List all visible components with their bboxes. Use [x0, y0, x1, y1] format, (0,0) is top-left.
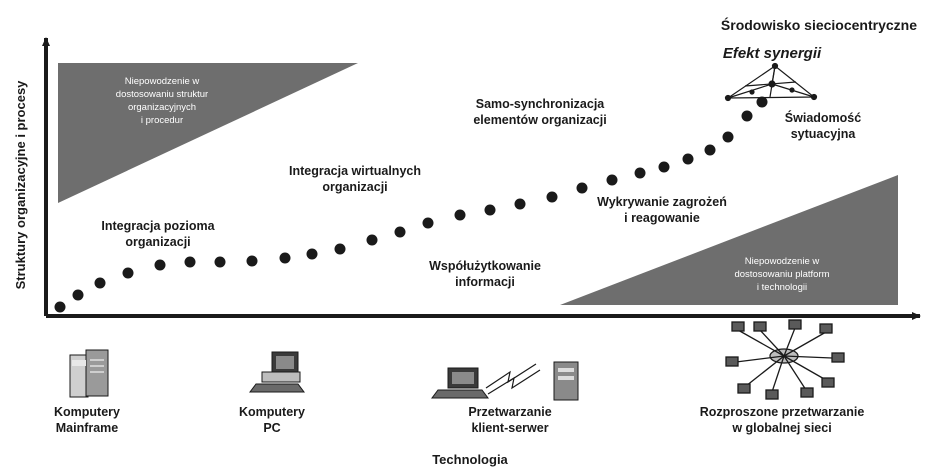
progression-dot [741, 110, 753, 122]
personal-computer-icon [249, 351, 305, 393]
progression-dot [422, 217, 434, 229]
global-network-icon [725, 319, 845, 400]
progression-dot [394, 226, 406, 238]
failure-org-text: Niepowodzenie w dostosowaniu struktur or… [116, 76, 208, 126]
progression-dot [722, 131, 734, 143]
progression-dot [704, 144, 716, 156]
tech-pc-line1: Komputery [239, 405, 305, 419]
tech-mainframe-line2: Mainframe [56, 421, 119, 435]
progression-dot [514, 198, 526, 210]
stage-horizontal-line1: Integracja pozioma [101, 219, 215, 233]
tech-clientserver-line2: klient-serwer [471, 421, 548, 435]
stage-virtual-line2: organizacji [322, 180, 387, 194]
stage-awareness-line2: sytuacyjna [791, 127, 857, 141]
progression-dot [306, 248, 318, 260]
failure-tech-triangle [560, 175, 898, 305]
y-axis-label: Struktury organizacyjne i procesy [13, 80, 28, 290]
progression-dot [682, 153, 694, 165]
progression-dot [54, 301, 66, 313]
stage-sharing-line2: informacji [455, 275, 515, 289]
tech-clientserver-line1: Przetwarzanie [468, 405, 551, 419]
progression-dot [606, 174, 618, 186]
progression-dot [658, 161, 670, 173]
stage-virtual-line1: Integracja wirtualnych [289, 164, 421, 178]
tech-distributed-line1: Rozproszone przetwarzanie [700, 405, 865, 419]
progression-dot [454, 209, 466, 221]
progression-dot [94, 277, 106, 289]
progression-dot [756, 96, 768, 108]
environment-title: Środowisko sieciocentryczne [721, 16, 917, 33]
x-axis-label: Technologia [432, 452, 508, 467]
stage-selfsync-line1: Samo-synchronizacja [476, 97, 606, 111]
failure-org-line: Niepowodzenie w [125, 76, 200, 87]
progression-dot [184, 256, 196, 268]
progression-dots [54, 96, 768, 313]
progression-dot [634, 167, 646, 179]
synergy-label: Efekt synergii [723, 45, 822, 62]
progression-dot [546, 191, 558, 203]
progression-dot [279, 252, 291, 264]
progression-dot [122, 267, 134, 279]
stage-threat-line1: Wykrywanie zagrożeń [597, 195, 727, 209]
progression-dot [576, 182, 588, 194]
progression-dot [246, 255, 258, 267]
progression-dot [72, 289, 84, 301]
tech-pc-line2: PC [263, 421, 280, 435]
failure-org-line: organizacyjnych [128, 102, 196, 113]
failure-org-line: i procedur [141, 115, 183, 126]
failure-tech-line: dostosowaniu platform [734, 269, 829, 280]
stage-sharing-line1: Współużytkowanie [429, 259, 541, 273]
stage-selfsync-line2: elementów organizacji [473, 113, 606, 127]
tech-mainframe-line1: Komputery [54, 405, 120, 419]
progression-dot [154, 259, 166, 271]
stage-threat-line2: i reagowanie [624, 211, 700, 225]
stage-awareness-line1: Świadomość [785, 110, 861, 125]
progression-dot [366, 234, 378, 246]
failure-tech-text: Niepowodzenie w dostosowaniu platform i … [734, 256, 829, 293]
progression-dot [484, 204, 496, 216]
mainframe-computer-icon [69, 349, 109, 398]
progression-dot [214, 256, 226, 268]
stage-horizontal-line2: organizacji [125, 235, 190, 249]
progression-dot [334, 243, 346, 255]
client-server-icon [431, 361, 579, 401]
failure-tech-line: i technologii [757, 282, 807, 293]
synergy-network-icon [724, 62, 818, 102]
failure-org-line: dostosowaniu struktur [116, 89, 208, 100]
failure-tech-line: Niepowodzenie w [745, 256, 820, 267]
failure-org-triangle [58, 63, 358, 203]
tech-distributed-line2: w globalnej sieci [731, 421, 831, 435]
